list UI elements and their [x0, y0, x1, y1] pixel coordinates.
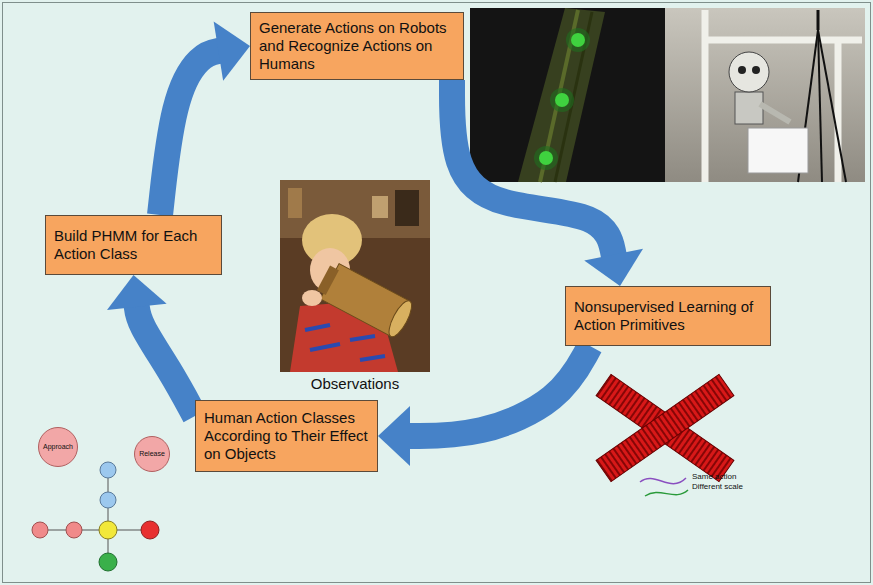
action-graph-part	[100, 462, 116, 478]
child-photo-part	[372, 196, 388, 218]
motion-capture-photo-part	[571, 33, 585, 47]
image-caption: Observations	[280, 375, 430, 393]
child-photo-part	[314, 260, 416, 339]
box-text: Build PHMM for Each Action Class	[54, 227, 213, 263]
child-photo-part	[305, 325, 385, 360]
motion-capture-photo-part	[534, 146, 558, 170]
child-photo-part	[288, 188, 302, 218]
action-primitives-plot-part-part	[596, 374, 734, 481]
process-box: Human Action Classes According to Their …	[195, 400, 378, 472]
process-box: Generate Actions on Robots and Recognize…	[250, 12, 464, 80]
motion-capture-photo-part	[470, 8, 665, 182]
frame	[3, 3, 871, 583]
box-text: Generate Actions on Robots and Recognize…	[259, 19, 455, 73]
child-photo-part-part	[317, 266, 339, 295]
robot-photo-part	[729, 52, 769, 92]
arrow-shaft	[407, 346, 590, 436]
motion-capture-photo-part	[550, 88, 574, 112]
action-graph-part	[99, 553, 117, 571]
robot-photo-part	[738, 66, 746, 74]
state-circle: Release	[134, 436, 170, 472]
arrow-head	[214, 21, 250, 80]
robot-photo-part	[818, 30, 822, 182]
process-box: Nonsupervised Learning of Action Primiti…	[565, 286, 771, 346]
child-photo-part-part	[385, 298, 416, 340]
action-graph-part	[32, 522, 48, 538]
state-circle: Approach	[38, 427, 78, 467]
robot-photo	[665, 8, 865, 182]
cycle-arrow	[107, 275, 195, 416]
box-text: Nonsupervised Learning of Action Primiti…	[574, 298, 762, 334]
robot-photo-part	[835, 40, 842, 182]
motion-capture-photo-part	[555, 93, 569, 107]
action-primitives-plot-part	[596, 374, 734, 481]
arrow-shaft	[137, 304, 195, 416]
cycle-arrow	[452, 80, 643, 286]
motion-capture-photo-part	[518, 8, 605, 182]
child-photo-part	[280, 180, 430, 372]
state-text: Release	[139, 450, 165, 458]
robot-photo-part	[735, 92, 763, 124]
arrow-head	[107, 275, 167, 310]
plot-note: Same action Different scale	[692, 472, 756, 491]
child-photo-part	[302, 290, 322, 306]
process-box: Build PHMM for Each Action Class	[45, 215, 222, 275]
child-photo	[280, 180, 430, 372]
arrow-head	[584, 249, 643, 286]
box-text: Human Action Classes According to Their …	[204, 409, 369, 463]
cycle-arrow	[160, 21, 250, 215]
child-photo-part	[395, 190, 419, 226]
robot-photo-part	[748, 128, 808, 173]
state-text: Approach	[43, 443, 73, 451]
robot-photo-part	[818, 30, 846, 182]
robot-photo-part	[817, 10, 820, 30]
arrow-shaft	[452, 80, 614, 258]
action-primitives-plot-part	[645, 490, 688, 496]
action-graph-part	[40, 530, 150, 531]
robot-photo-part	[752, 66, 760, 74]
arrow-shaft	[160, 51, 221, 215]
motion-capture-photo-part	[566, 28, 590, 52]
robot-photo-part	[702, 10, 709, 182]
robot-photo-part	[760, 104, 790, 122]
action-graph	[32, 462, 159, 571]
action-primitives-plot-part-part	[596, 374, 734, 481]
action-graph-part	[141, 521, 159, 539]
action-graph-part	[100, 492, 116, 508]
motion-capture-photo	[470, 8, 665, 182]
action-graph-part	[66, 522, 82, 538]
action-primitives-plot-part	[640, 478, 686, 484]
motion-capture-photo-part	[539, 151, 553, 165]
action-graph-part	[99, 521, 117, 539]
arrow-head	[378, 406, 410, 466]
robot-photo-part	[665, 8, 865, 182]
cycle-arrow	[378, 346, 590, 466]
